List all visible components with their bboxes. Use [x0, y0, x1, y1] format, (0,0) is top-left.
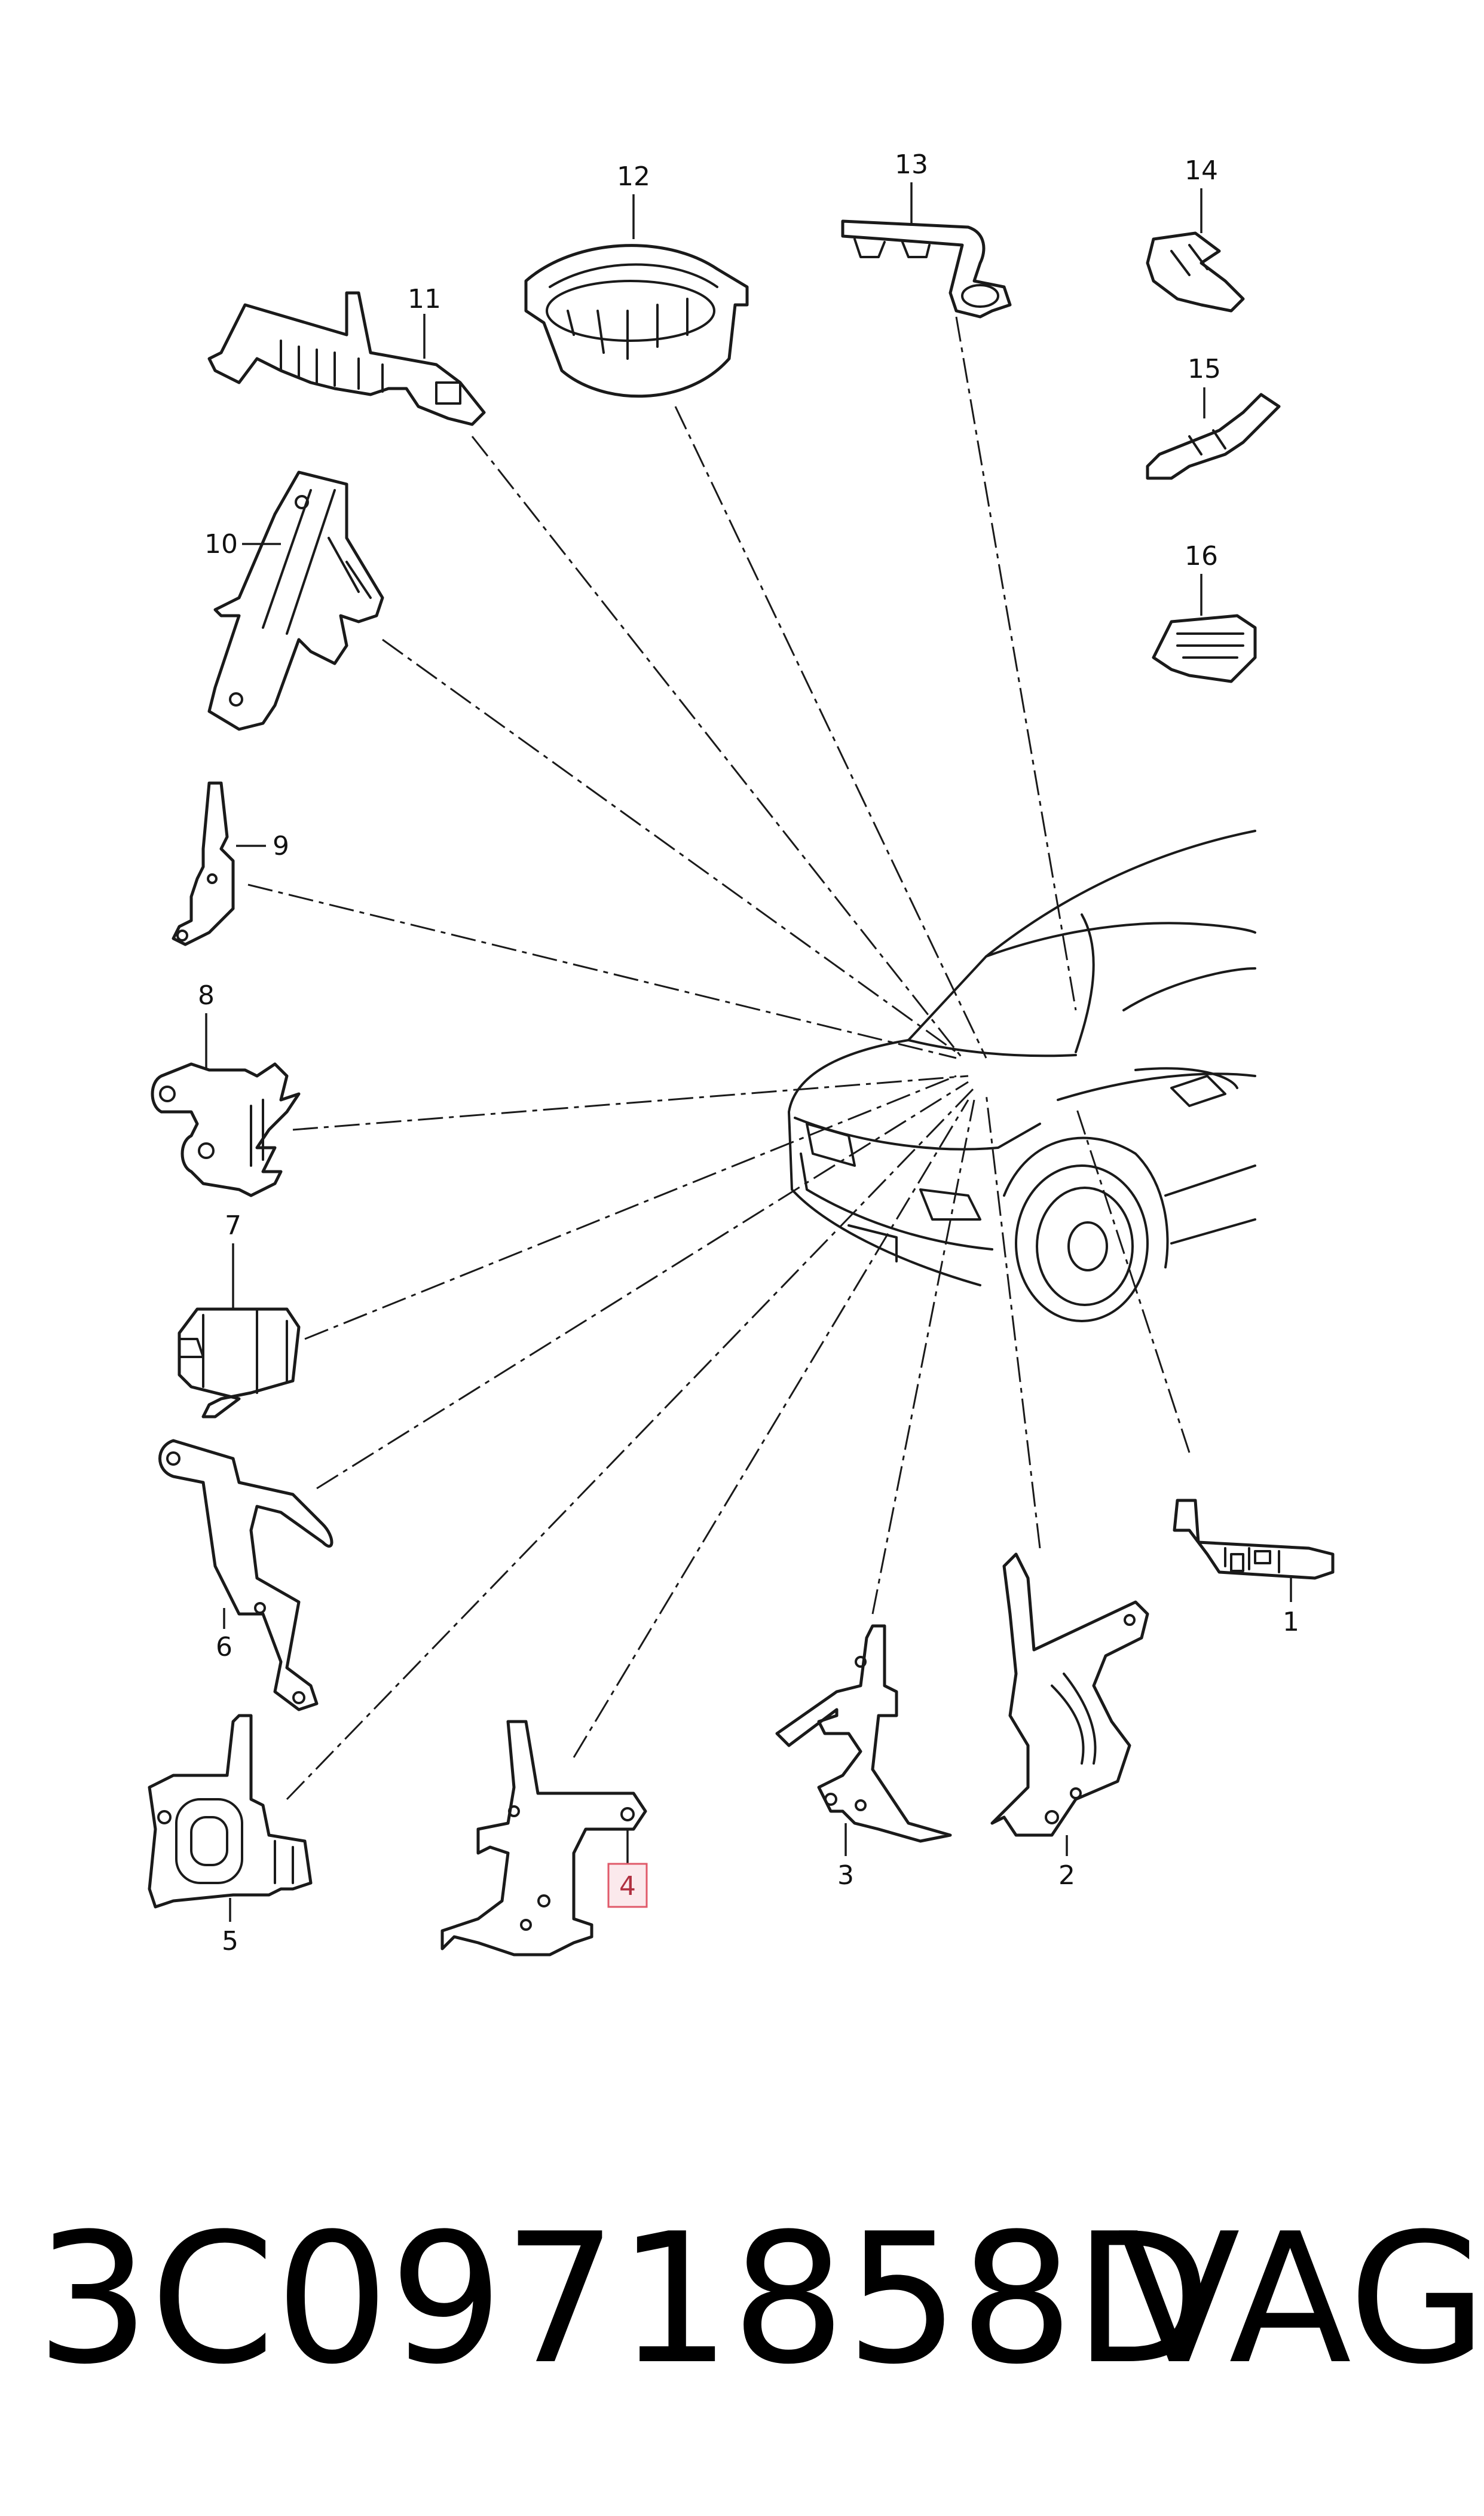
- brand-name: VAG: [1118, 2195, 1484, 2404]
- part-3-bracket: [775, 1624, 952, 1843]
- part-10-bracket: [207, 470, 384, 731]
- label-part-16: 16: [1185, 541, 1218, 571]
- label-part-6: 6: [216, 1632, 232, 1662]
- label-part-1: 1: [1283, 1607, 1299, 1637]
- part-2-bracket: [990, 1552, 1149, 1837]
- label-part-13: 13: [895, 149, 928, 180]
- part-12-housing: [524, 244, 749, 398]
- label-part-7: 7: [225, 1210, 241, 1241]
- part-4-highlight-box: [607, 1863, 648, 1908]
- label-part-12: 12: [617, 161, 650, 192]
- label-part-14: 14: [1185, 155, 1218, 186]
- part-7-clip: [178, 1307, 301, 1419]
- part-8-bracket: [151, 1062, 301, 1197]
- part-9-bracket: [172, 781, 235, 946]
- part-11-clip-rail: [207, 291, 486, 426]
- part-14-clip: [1146, 231, 1245, 313]
- label-part-11: 11: [408, 284, 441, 314]
- dash-lines: [247, 316, 1191, 1800]
- part-1-bracket: [1173, 1499, 1335, 1580]
- label-part-5: 5: [222, 1926, 238, 1956]
- part-5-bracket: [148, 1714, 313, 1909]
- part-16-clip: [1152, 614, 1257, 683]
- label-part-3: 3: [837, 1860, 854, 1891]
- part-4-bracket: [440, 1720, 647, 1956]
- label-part-15: 15: [1188, 354, 1221, 384]
- car-front-illustration: [788, 830, 1256, 1322]
- part-number: 3C0971858D: [36, 2195, 1211, 2404]
- label-part-10: 10: [204, 529, 238, 560]
- label-part-8: 8: [198, 980, 215, 1011]
- part-6-bracket: [158, 1439, 333, 1711]
- label-part-2: 2: [1058, 1860, 1075, 1891]
- label-part-9: 9: [273, 831, 289, 861]
- part-13-holder: [841, 219, 1012, 319]
- part-15-clip: [1146, 393, 1281, 480]
- label-part-4: 4: [619, 1871, 636, 1901]
